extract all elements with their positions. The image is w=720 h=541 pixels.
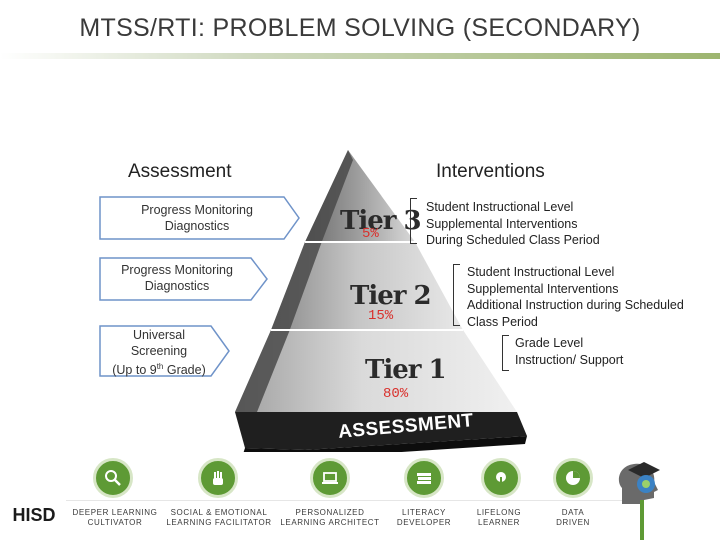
bracket-tier-3	[410, 198, 417, 244]
left-arrow-2-line2: Diagnostics	[144, 279, 210, 293]
hisd-logo: HISD	[12, 505, 56, 525]
tier-pyramid	[235, 150, 527, 452]
tier-3-desc-line2: Supplemental Interventions	[426, 216, 578, 231]
tier-2-desc-line1: Student Instructional Level	[467, 265, 615, 279]
right-text-tier-3: Student Instructional Level Supplemental…	[426, 199, 600, 249]
tier-2-desc-line3: Additional Instruction during Scheduled	[467, 298, 684, 312]
tier-1-percent: 80%	[383, 386, 409, 402]
pyramid-side-strip	[235, 150, 353, 412]
pie-chart-icon	[553, 458, 593, 498]
graduate-head-icon	[618, 462, 660, 504]
tier-2-desc-line2: Supplemental Interventions	[467, 281, 619, 296]
tier-2-band	[271, 242, 463, 330]
books-icon	[404, 458, 444, 498]
laptop-icon	[310, 458, 350, 498]
footer-bar	[66, 500, 640, 541]
page-title: MTSS/RTI: PROBLEM SOLVING (SECONDARY)	[79, 14, 641, 42]
tier-3-percent: 5%	[362, 226, 379, 242]
assessment-base	[235, 412, 527, 450]
title-underline	[0, 53, 720, 59]
tier-1-band	[235, 330, 517, 412]
tier-3-desc-line1: Student Instructional Level	[426, 200, 574, 214]
tier-3-label: Tier 3	[340, 206, 422, 236]
footer-end	[640, 500, 720, 540]
left-arrow-2-line1: Progress Monitoring	[121, 263, 233, 277]
left-arrow-tier-3: Progress Monitoring Diagnostics	[99, 196, 301, 240]
left-arrow-3-line3: (Up to 9th Grade)	[112, 362, 206, 378]
left-arrow-1-line1: Progress Monitoring	[141, 203, 253, 217]
assessment-heading: Assessment	[128, 161, 232, 182]
magnifier-icon	[93, 458, 133, 498]
tier-1-desc-line2: Instruction/ Support	[515, 352, 624, 367]
bracket-tier-1	[502, 335, 509, 371]
left-arrow-3-line1: Universal	[132, 328, 186, 342]
footer-accent-bar	[640, 500, 644, 540]
tier-3-desc-line3: During Scheduled Class Period	[426, 233, 600, 247]
tier-2-desc-line4: Class Period	[467, 314, 538, 329]
tier-2-percent: 15%	[368, 308, 394, 324]
left-arrow-tier-2: Progress Monitoring Diagnostics	[99, 257, 269, 301]
interventions-heading: Interventions	[436, 161, 545, 182]
bracket-tier-2	[453, 264, 460, 326]
left-arrow-3-line2: Screening	[130, 343, 188, 358]
tier-1-label: Tier 1	[365, 355, 447, 385]
right-text-tier-2: Student Instructional Level Supplemental…	[467, 264, 684, 330]
right-text-tier-1: Grade Level Instruction/ Support	[515, 335, 623, 368]
tier-3-band	[305, 150, 415, 242]
left-arrow-1-line2: Diagnostics	[164, 219, 230, 233]
plant-icon	[481, 458, 521, 498]
tier-2-label: Tier 2	[350, 281, 432, 311]
tier-1-desc-line1: Grade Level	[515, 336, 584, 350]
left-arrow-tier-1: Universal Screening (Up to 9th Grade)	[99, 325, 231, 377]
hand-icon	[198, 458, 238, 498]
